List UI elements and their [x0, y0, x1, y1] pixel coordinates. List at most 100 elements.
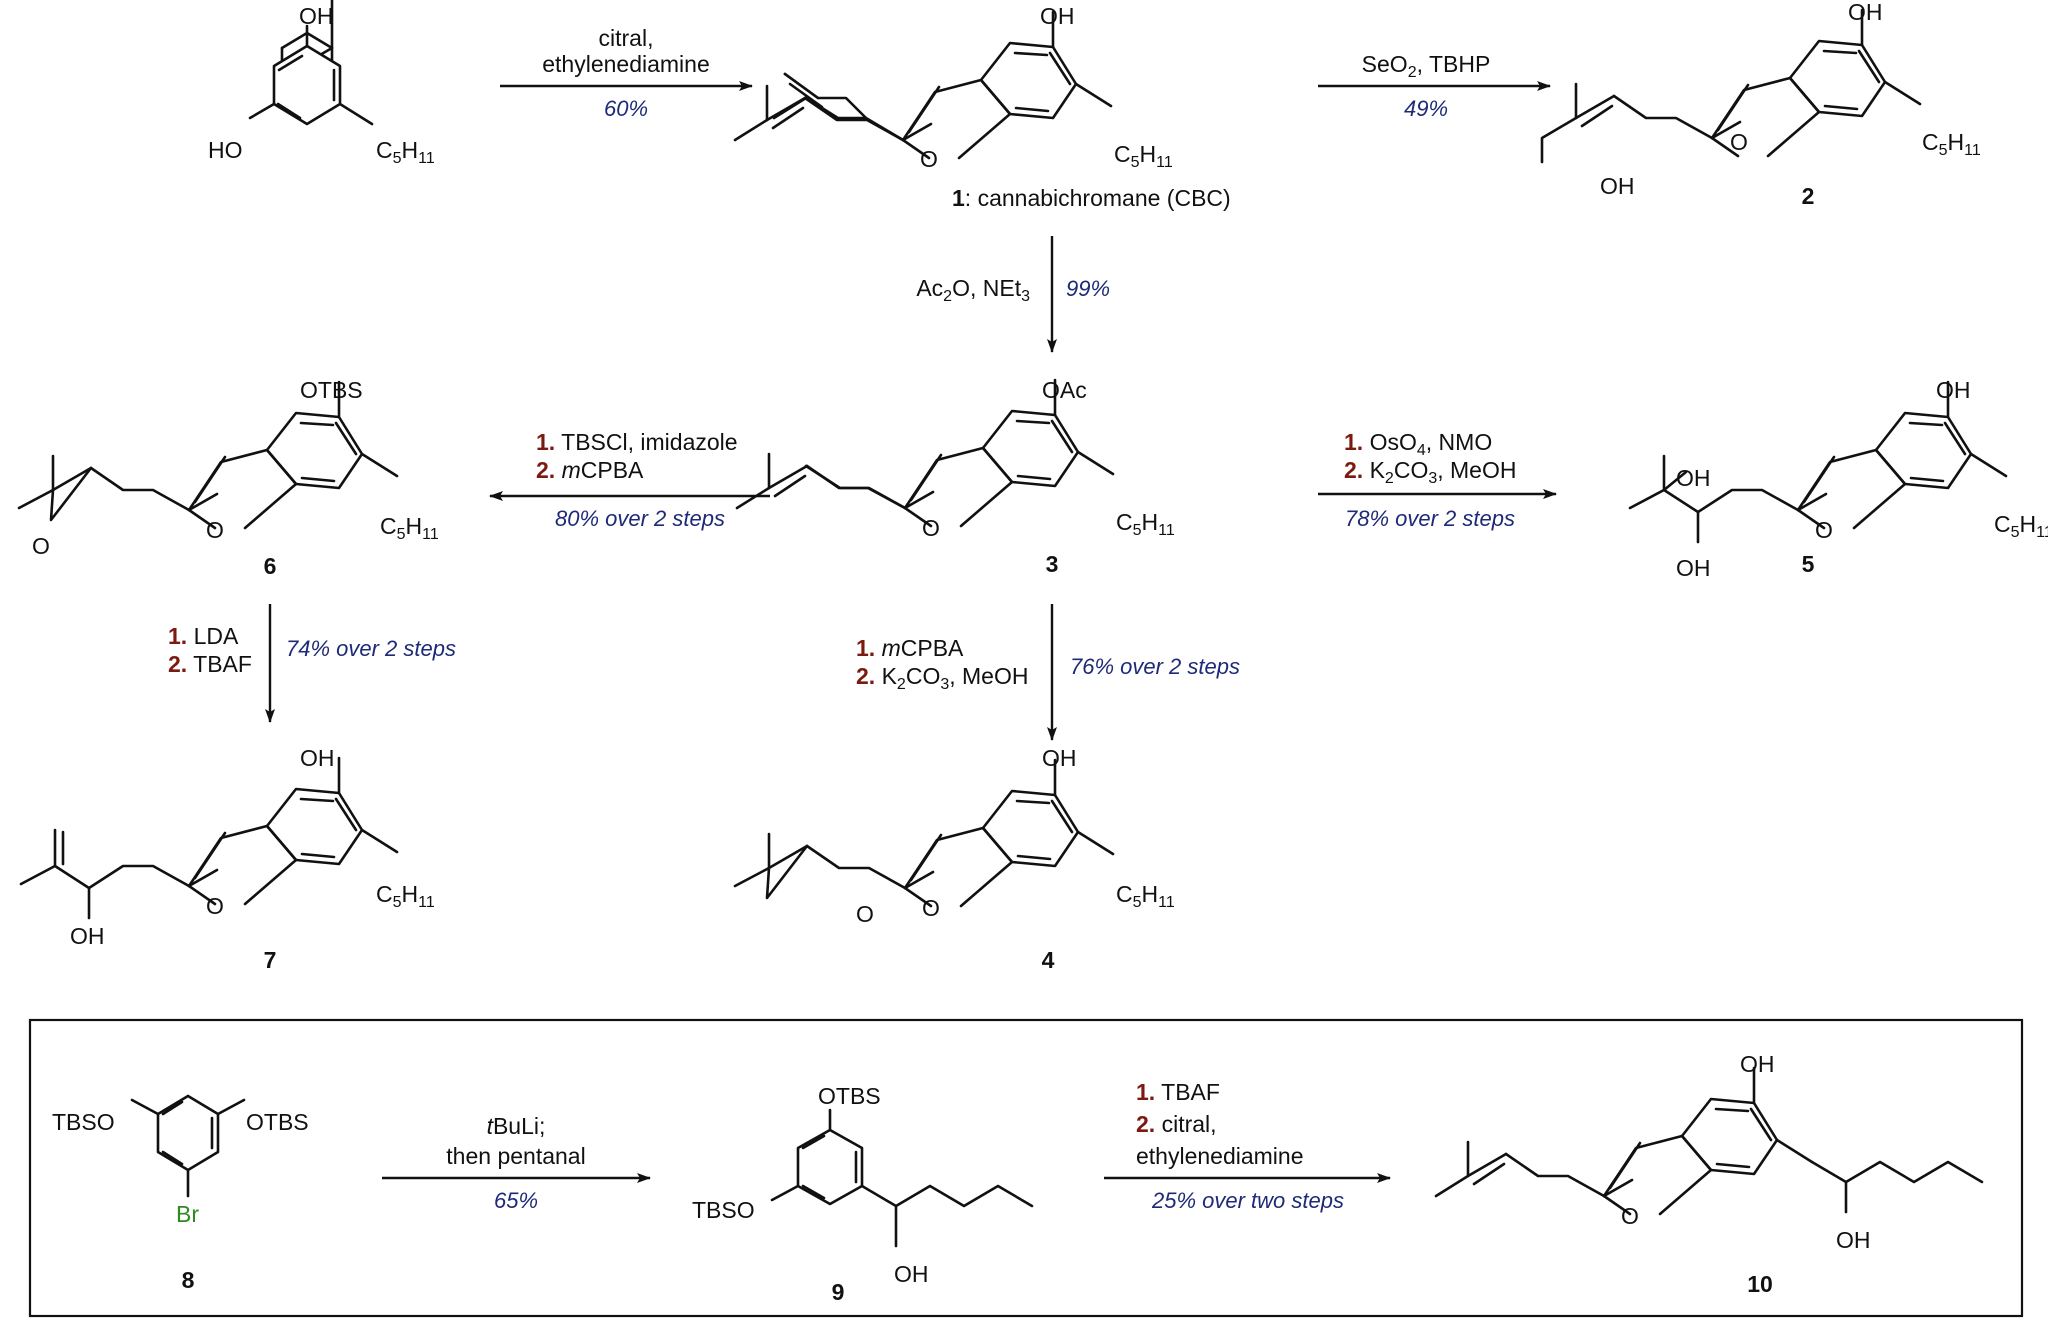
compound-5-oh-label: OH	[1936, 377, 1971, 403]
step-7-reagent-line1: 1. mCPBA	[856, 635, 964, 661]
step-4-yield: 80% over 2 steps	[555, 506, 725, 531]
compound-6-otbs-label: OTBS	[300, 377, 363, 403]
compound-3-prenyl-chain	[805, 464, 907, 510]
compound-1-ring-oxygen: O	[920, 146, 938, 172]
step-2-yield: 49%	[1404, 96, 1448, 121]
olivetol-oh-label: OH	[299, 3, 334, 29]
compound-7-chain	[87, 864, 191, 890]
step-9-yield: 25% over two steps	[1151, 1188, 1344, 1213]
olivetol-c5h11-label: C5H11	[376, 137, 435, 167]
compound-6-epoxide-chain	[89, 466, 191, 512]
compound-6-epoxide-c-c	[51, 466, 93, 492]
step-6-reagent-line1: 1. LDA	[168, 623, 239, 649]
compound-2-chain	[1612, 94, 1714, 140]
step-9-reagent-line3: ethylenediamine	[1136, 1143, 1304, 1169]
compound-1-oh-label: OH	[1040, 3, 1075, 29]
olivetol	[248, 24, 374, 126]
compound-10-prenyl-db1	[1466, 1152, 1508, 1178]
compound-10-prenyl-chain	[1504, 1152, 1606, 1198]
compound-1-prenyl-db1	[765, 96, 807, 122]
step-9-reagent-line1: 1. TBAF	[1136, 1079, 1220, 1105]
compound-3-oac-label: OAc	[1042, 377, 1087, 403]
compound-10-prenyl-me2	[1434, 1174, 1470, 1198]
compound-4-c5h11-label: C5H11	[1116, 881, 1175, 911]
compound-8-structure	[130, 1094, 246, 1198]
step-4-reagent-line1: 1. TBSCl, imidazole	[536, 429, 738, 455]
compound-5-oh-tertiary: OH	[1676, 465, 1711, 491]
step-6-reagent-line2: 2. TBAF	[168, 651, 252, 677]
step-3-reagent: Ac2O, NEt3	[916, 275, 1030, 305]
compound-3-prenyl-me2	[735, 486, 771, 510]
compound-10-chain	[1810, 1160, 1984, 1184]
compound-1-prenyl-chain	[803, 96, 905, 142]
compound-7-oh-label: OH	[300, 745, 335, 771]
compound-4-epoxide-chain	[805, 844, 907, 890]
compound-2-ring-oxygen: O	[1730, 129, 1748, 155]
compound-4-epoxide-c-c	[767, 844, 809, 870]
compound-10-oh-label: OH	[1740, 1051, 1775, 1077]
compound-7-number: 7	[264, 947, 277, 973]
compound-2-c5h11-label: C5H11	[1922, 129, 1981, 159]
compound-5-me2	[1628, 488, 1666, 510]
compound-7-oh-secondary: OH	[70, 923, 105, 949]
compound-10-oh-secondary: OH	[1836, 1227, 1871, 1253]
compound-6-epoxide-ring	[49, 466, 93, 522]
compound-2-oh-label: OH	[1848, 0, 1883, 25]
compound-4-epoxide-me2	[733, 866, 771, 888]
compound-10-prenyl-db2	[1472, 1162, 1506, 1186]
compound-9-structure	[770, 1108, 864, 1206]
compound-8-br-label: Br	[176, 1201, 199, 1227]
step-1-reagent-line2: ethylenediamine	[542, 51, 710, 77]
compound-6-epoxide-me2	[17, 488, 55, 510]
step-2-reagent: SeO2, TBHP	[1362, 51, 1491, 81]
step-6-yield: 74% over 2 steps	[286, 636, 456, 661]
compound-6-ring-oxygen: O	[206, 517, 224, 543]
compound-3-prenyl-db2	[773, 474, 807, 498]
step-5-yield: 78% over 2 steps	[1345, 506, 1515, 531]
compound-9-oh-label: OH	[894, 1261, 929, 1287]
compound-4-oh-label: OH	[1042, 745, 1077, 771]
compound-4-epoxide-ring	[765, 844, 809, 900]
compound-6-c5h11-label: C5H11	[380, 513, 439, 543]
step-8-reagent-line2: then pentanal	[446, 1143, 585, 1169]
compound-8-number: 8	[182, 1267, 195, 1293]
compound-2-db2	[1580, 104, 1614, 128]
compound-4-epoxide-oxygen: O	[856, 901, 874, 927]
compound-6-number: 6	[264, 553, 277, 579]
compound-3-prenyl-db1	[767, 464, 809, 490]
compound-7-ring-oxygen: O	[206, 893, 224, 919]
compound-2-ch2oh	[1540, 116, 1578, 164]
compound-8-tbso-label: TBSO	[52, 1109, 115, 1135]
compound-7-me	[19, 864, 57, 886]
compound-2-number: 2	[1802, 183, 1815, 209]
compound-5-chain	[1696, 488, 1800, 514]
step-5-reagent-line1: 1. OsO4, NMO	[1344, 429, 1492, 459]
compound-2-db1	[1574, 94, 1616, 120]
compound-5-c5h11-label: C5H11	[1994, 511, 2048, 541]
compound-7-c5h11-label: C5H11	[376, 881, 435, 911]
compound-3-ring-oxygen: O	[922, 515, 940, 541]
step-1-yield: 60%	[604, 96, 648, 121]
step-8-yield: 65%	[494, 1188, 538, 1213]
compound-9-otbs-label: OTBS	[818, 1083, 881, 1109]
compound-9-number: 9	[832, 1279, 845, 1305]
step-8-reagent-line1: tBuLi;	[487, 1113, 546, 1139]
step-3-yield: 99%	[1066, 276, 1110, 301]
step-5-reagent-line2: 2. K2CO3, MeOH	[1344, 457, 1516, 487]
compound-9-chain	[860, 1184, 1034, 1208]
compound-5-c3	[1662, 488, 1700, 514]
compound-3-number: 3	[1046, 551, 1059, 577]
compound-1-c5h11-label: C5H11	[1114, 141, 1173, 171]
compound-5-oh-bond	[1662, 470, 1688, 492]
compound-8-otbs-label: OTBS	[246, 1109, 309, 1135]
step-7-reagent-line2: 2. K2CO3, MeOH	[856, 663, 1028, 693]
compound-2-ch2oh-label: OH	[1600, 173, 1635, 199]
compound-7-c3	[53, 864, 91, 890]
step-9-reagent-line2: 2. citral,	[1136, 1111, 1217, 1137]
step-4-reagent-line2: 2. mCPBA	[536, 457, 644, 483]
compound-4-ring-oxygen: O	[922, 895, 940, 921]
alternative-route-box	[28, 1018, 2024, 1318]
compound-5-number: 5	[1802, 551, 1815, 577]
